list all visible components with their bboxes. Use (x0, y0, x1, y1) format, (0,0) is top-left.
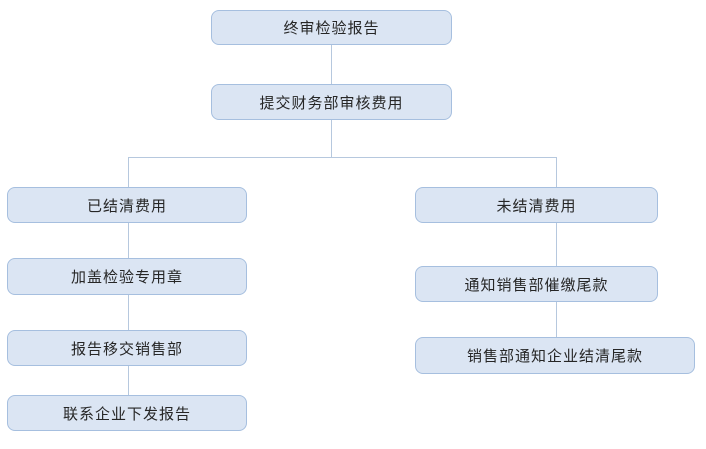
connector-branch-horizontal (128, 157, 557, 158)
flowchart-node-stamp-inspection-seal: 加盖检验专用章 (7, 258, 247, 295)
flowchart-node-sales-notify-enterprise: 销售部通知企业结清尾款 (415, 337, 695, 374)
connector-branch-to-unsettled (556, 157, 557, 187)
flowchart-node-unsettled-fees: 未结清费用 (415, 187, 658, 223)
connector-unsettled-to-notify-sales (556, 223, 557, 266)
connector-submit-finance-to-branch (331, 120, 332, 157)
flowchart-node-final-report: 终审检验报告 (211, 10, 452, 45)
connector-transfer-sales-to-contact (128, 366, 129, 395)
connector-final-report-to-submit-finance (331, 45, 332, 84)
connector-branch-to-settled (128, 157, 129, 187)
flowchart-node-contact-enterprise: 联系企业下发报告 (7, 395, 247, 431)
flowchart-node-submit-finance: 提交财务部审核费用 (211, 84, 452, 120)
connector-notify-sales-to-sales-notify (556, 302, 557, 337)
connector-stamp-seal-to-transfer-sales (128, 295, 129, 330)
flowchart-node-settled-fees: 已结清费用 (7, 187, 247, 223)
flowchart-node-transfer-to-sales: 报告移交销售部 (7, 330, 247, 366)
connector-settled-to-stamp-seal (128, 223, 129, 258)
flowchart-node-notify-sales-collect: 通知销售部催缴尾款 (415, 266, 658, 302)
